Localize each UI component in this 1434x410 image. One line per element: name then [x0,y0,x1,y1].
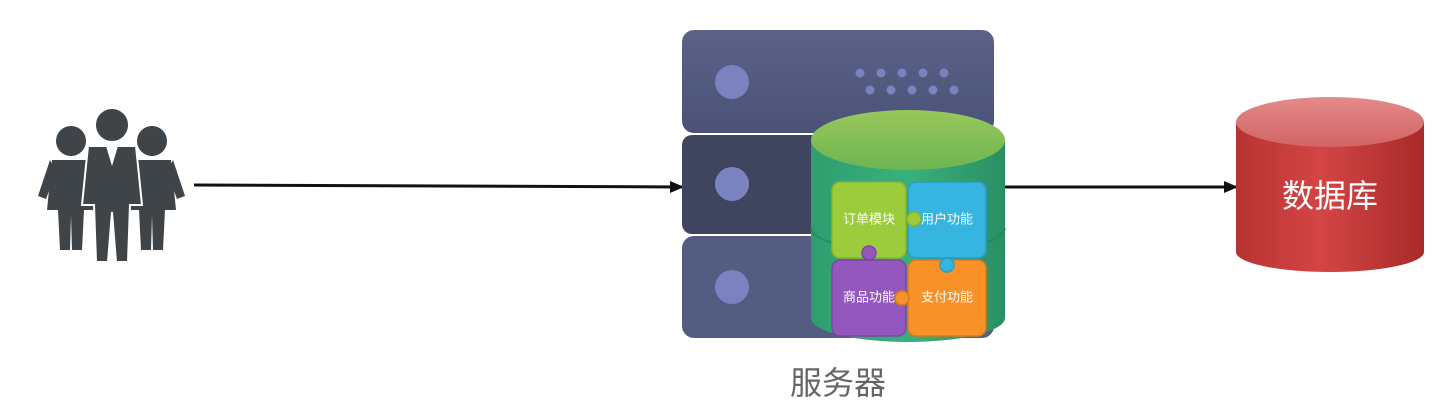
database-label: 数据库 [1282,177,1378,215]
module-label-product: 商品功能 [843,291,895,306]
server-label: 服务器 [790,364,886,402]
edge-users-to-server [193,180,684,193]
module-label-user: 用户功能 [921,212,973,228]
module-label-order: 订单模块 [843,213,895,228]
module-piece-user: 用户功能 [907,181,987,259]
module-label-payment: 支付功能 [921,291,973,306]
users-group-icon [38,107,185,263]
database-cylinder-icon: 数据库 [1236,97,1424,272]
module-piece-product: 商品功能 [831,259,907,337]
